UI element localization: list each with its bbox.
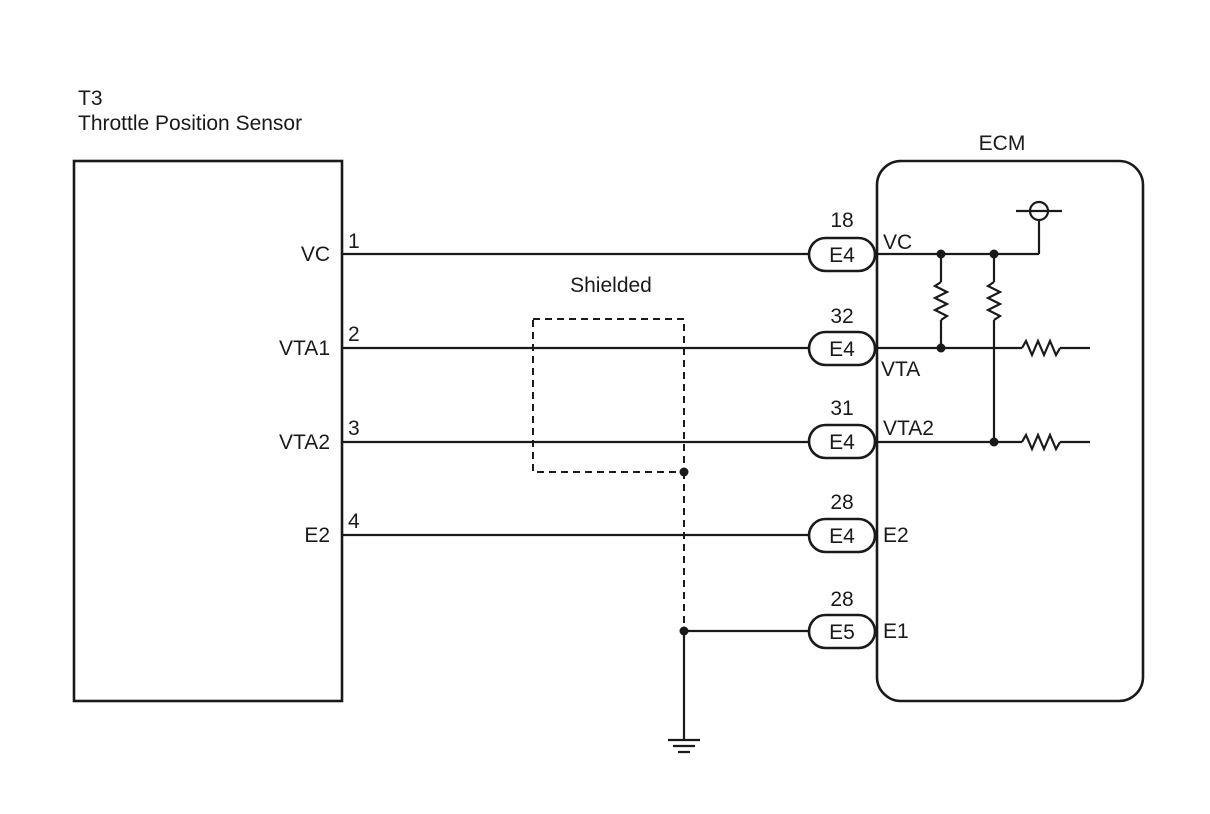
sensor-box <box>72 159 344 703</box>
ecm-box <box>875 159 1145 703</box>
ecm-pin-number-18: 18 <box>830 209 853 232</box>
svg-text:E4: E4 <box>829 244 855 267</box>
ecm-pin-number-28-e2: 28 <box>830 491 853 514</box>
connector-e4-32: E4 <box>807 330 877 367</box>
junction-dot-icon <box>989 437 999 447</box>
ecm-title: ECM <box>979 132 1026 155</box>
svg-text:E4: E4 <box>829 338 855 361</box>
power-supply-icon <box>1016 200 1062 222</box>
ecm-terminal-vta2: VTA2 <box>883 417 934 440</box>
sensor-pin-name-vta2: VTA2 <box>279 431 330 454</box>
resistor-icon <box>1021 432 1061 452</box>
connector-e4-31: E4 <box>807 423 877 460</box>
connector-e5-28: E5 <box>807 613 877 650</box>
ecm-terminal-vta: VTA <box>881 358 920 381</box>
connector-e4-28: E4 <box>807 517 877 554</box>
resistor-icon <box>985 281 1003 321</box>
sensor-code: T3 <box>78 87 103 110</box>
ecm-pin-number-28-e1: 28 <box>830 588 853 611</box>
shield-box <box>532 318 685 473</box>
ecm-terminal-vc: VC <box>883 231 912 254</box>
ground-icon <box>668 738 700 754</box>
sensor-pin-number-3: 3 <box>348 417 360 440</box>
sensor-name: Throttle Position Sensor <box>78 112 302 135</box>
ecm-pin-number-31: 31 <box>830 397 853 420</box>
ecm-pin-number-32: 32 <box>830 305 853 328</box>
sensor-pin-number-4: 4 <box>348 510 360 533</box>
ecm-terminal-e2: E2 <box>883 524 909 547</box>
sensor-pin-name-vta1: VTA1 <box>279 337 330 360</box>
svg-text:E4: E4 <box>829 431 855 454</box>
shield-label: Shielded <box>570 274 652 297</box>
junction-dot-icon <box>679 467 689 477</box>
sensor-pin-name-vc: VC <box>301 243 330 266</box>
sensor-pin-number-1: 1 <box>348 230 360 253</box>
junction-dot-icon <box>989 249 999 259</box>
sensor-pin-number-2: 2 <box>348 323 360 346</box>
svg-text:E4: E4 <box>829 525 855 548</box>
resistor-icon <box>932 281 950 321</box>
junction-dot-icon <box>936 343 946 353</box>
ecm-terminal-e1: E1 <box>883 620 909 643</box>
svg-text:E5: E5 <box>829 621 855 644</box>
sensor-pin-name-e2: E2 <box>304 524 330 547</box>
junction-dot-icon <box>936 249 946 259</box>
resistor-icon <box>1021 338 1061 358</box>
connector-e4-18: E4 <box>807 236 877 273</box>
